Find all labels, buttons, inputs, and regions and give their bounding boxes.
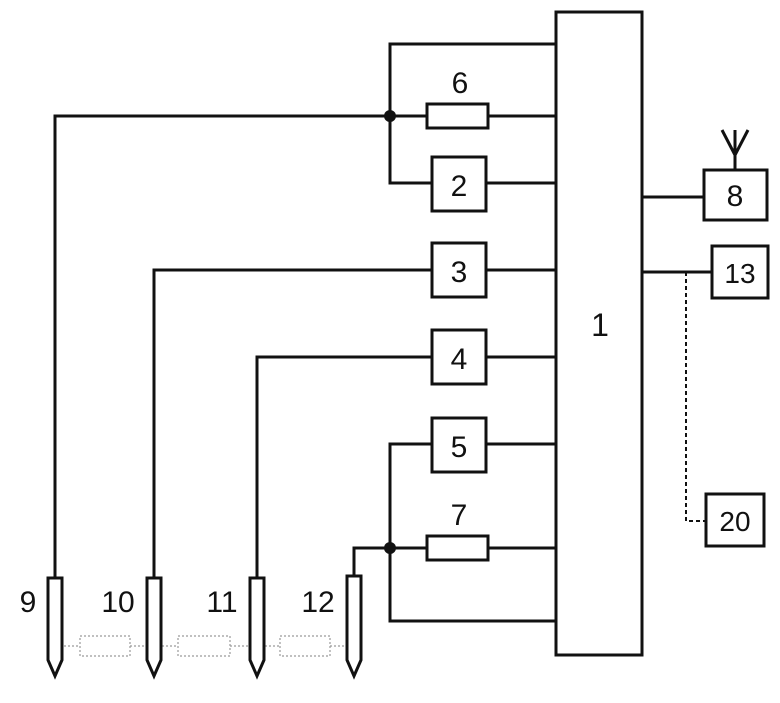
resistor-7 (427, 536, 488, 560)
junction-bottom-dot (384, 542, 396, 554)
probe-9 (48, 578, 62, 676)
probe-12-label: 12 (301, 586, 334, 619)
probe-12 (347, 576, 361, 676)
resistor-7-label: 7 (451, 499, 468, 532)
resistor-6 (427, 104, 488, 128)
probe-9-wire (55, 116, 427, 584)
probe-11-label: 11 (206, 586, 237, 619)
block-20-label: 20 (719, 506, 750, 537)
probe-chain-ghost (64, 636, 346, 656)
block-20-dashed-link (686, 272, 706, 521)
resistor-6-label: 6 (452, 67, 469, 100)
block-5-label: 5 (451, 431, 468, 464)
probe-11-wire (257, 357, 432, 584)
main-unit-label: 1 (591, 307, 609, 343)
probe-10-label: 10 (101, 586, 134, 619)
block-4-label: 4 (451, 343, 468, 376)
antenna-icon (722, 130, 748, 170)
probe-11 (250, 578, 264, 676)
probe-9-label: 9 (20, 586, 37, 619)
probe-10 (147, 578, 161, 676)
block-8-label: 8 (727, 180, 744, 213)
junction-top-dot (384, 110, 396, 122)
block-2-label: 2 (451, 170, 468, 203)
block-3-label: 3 (451, 256, 468, 289)
block-13-label: 13 (724, 258, 755, 289)
